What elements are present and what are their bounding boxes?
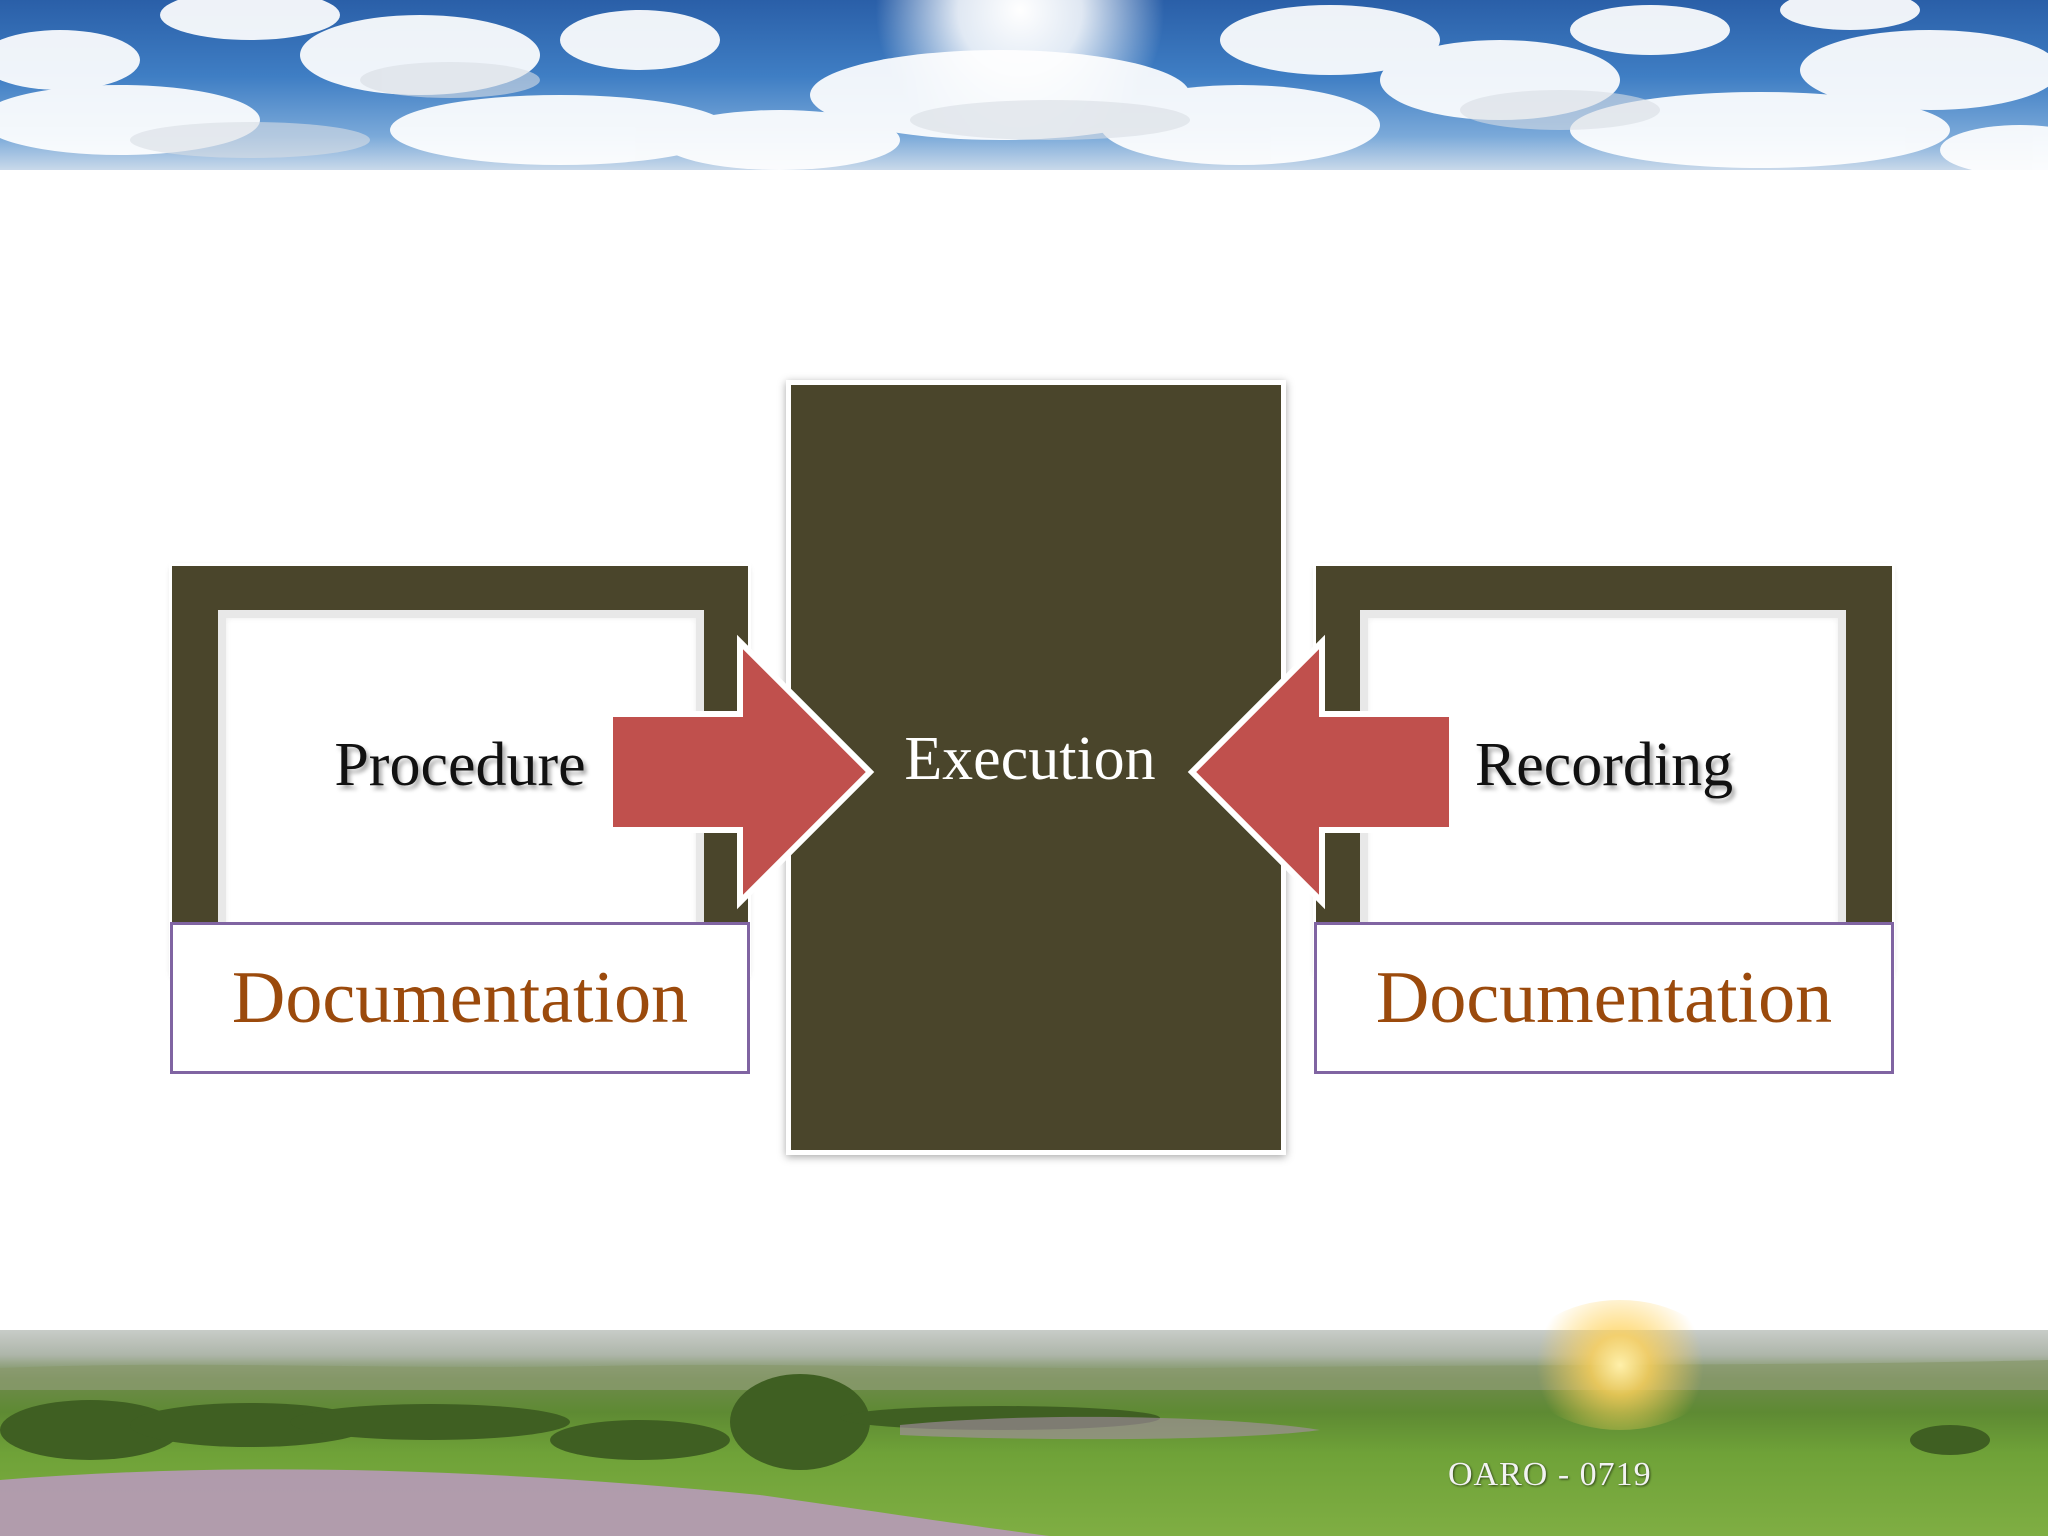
procedure-label: Procedure: [334, 731, 586, 799]
execution-label: Execution: [904, 725, 1156, 793]
left-arrow-icon: [1187, 634, 1455, 910]
footer-code: OARO - 0719: [1448, 1456, 1652, 1493]
left-documentation-box: Documentation: [170, 922, 750, 1074]
clouds: [0, 0, 2048, 170]
landscape-banner: [0, 1330, 2048, 1536]
sky-banner: [0, 0, 2048, 170]
recording-label: Recording: [1474, 731, 1734, 799]
sun-icon: [1520, 1300, 1720, 1430]
right-arrow-icon: [607, 634, 875, 910]
right-documentation-box: Documentation: [1314, 922, 1894, 1074]
landscape-details: [0, 1360, 2048, 1536]
left-documentation-label: Documentation: [231, 956, 689, 1039]
right-documentation-label: Documentation: [1375, 956, 1833, 1039]
